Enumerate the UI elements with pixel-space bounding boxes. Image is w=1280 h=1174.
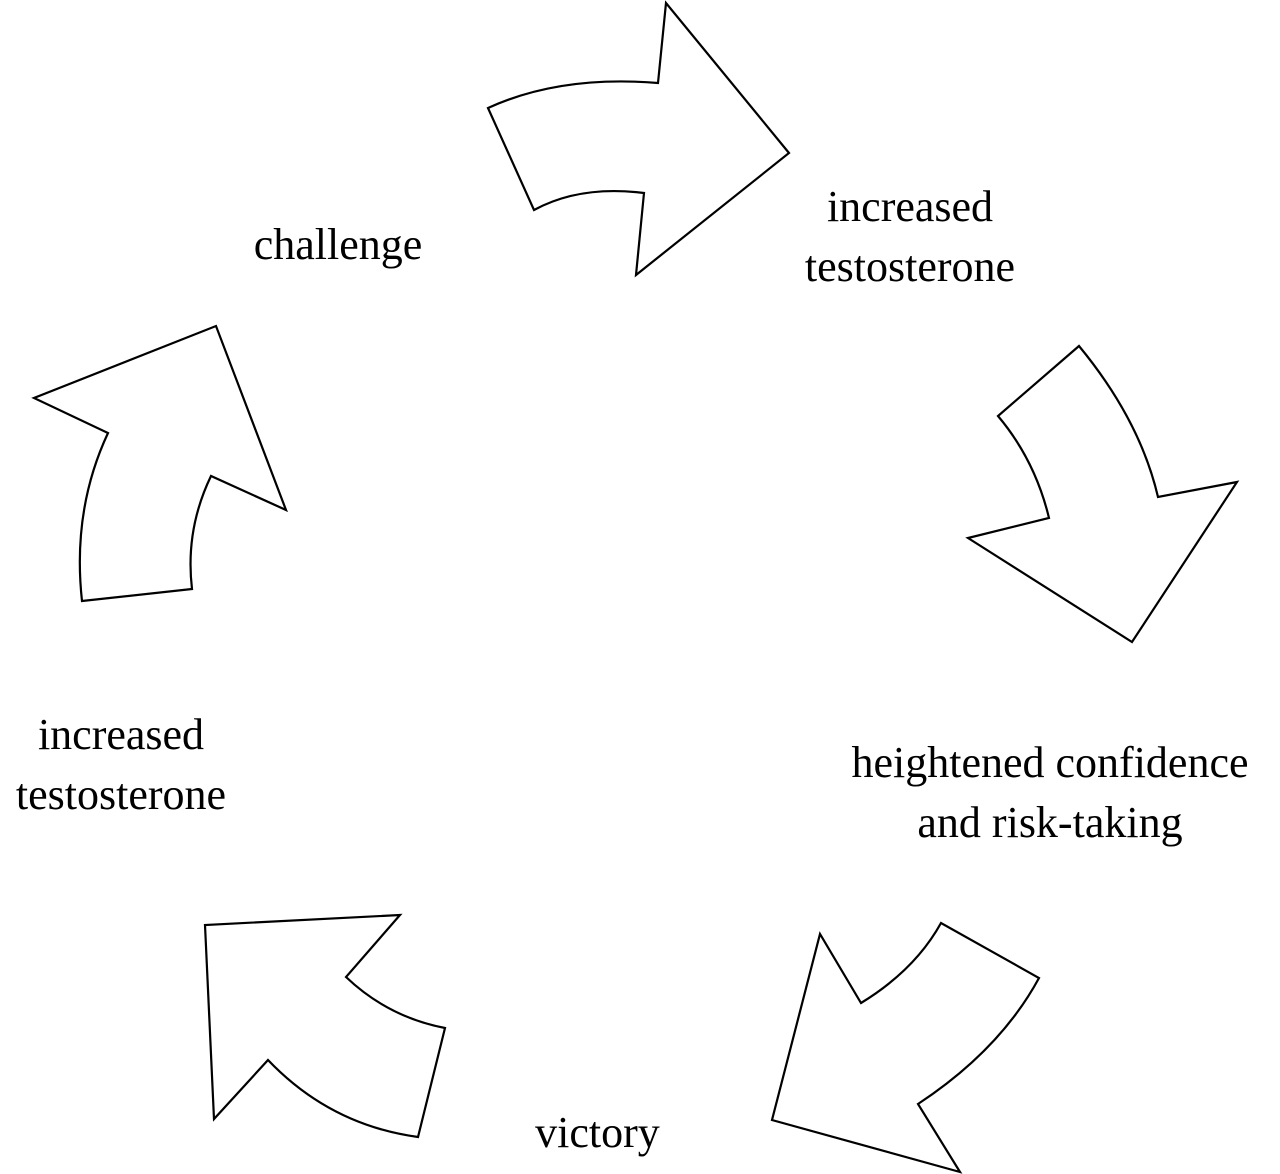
node-challenge: challenge (238, 215, 438, 275)
node-victory: victory (500, 1103, 695, 1163)
node-heightened-confidence-line2: and risk-taking (917, 798, 1183, 847)
node-increased-testosterone-left-line2: testosterone (15, 770, 227, 819)
node-increased-testosterone-top-line2: testosterone (804, 242, 1016, 291)
arrow-testosterone-to-confidence (965, 344, 1240, 644)
node-heightened-confidence-line1: heightened confidence (851, 738, 1249, 787)
node-victory-line1: victory (535, 1108, 660, 1157)
arrow-testosterone-to-challenge (31, 324, 288, 603)
arrow-challenge-to-testosterone (486, 0, 791, 278)
node-challenge-line1: challenge (253, 220, 423, 269)
node-heightened-confidence: heightened confidence and risk-taking (820, 733, 1280, 853)
arrow-victory-to-testosterone (203, 913, 447, 1139)
arrow-confidence-to-victory (770, 921, 1041, 1174)
node-increased-testosterone-top-line1: increased (826, 182, 994, 231)
node-increased-testosterone-left-line1: increased (37, 710, 205, 759)
node-increased-testosterone-left: increased testosterone (0, 705, 242, 825)
node-increased-testosterone-top: increased testosterone (760, 177, 1060, 297)
